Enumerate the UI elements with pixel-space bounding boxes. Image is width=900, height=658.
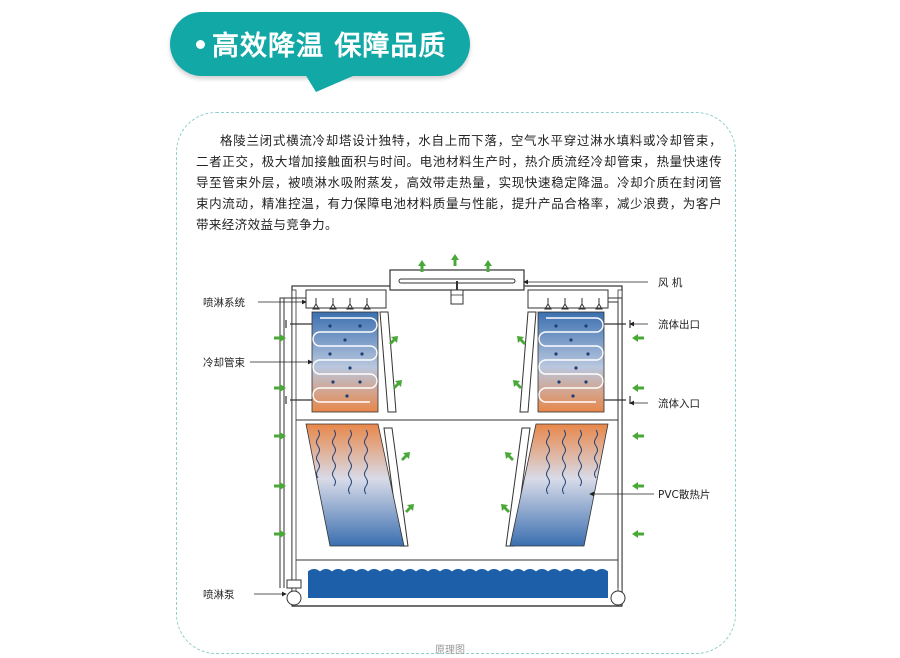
spray-headers <box>305 289 609 310</box>
label-fluid-outlet: 流体出口 <box>658 318 700 331</box>
label-fan: 风 机 <box>658 276 683 289</box>
water-basin <box>292 569 622 607</box>
diagram-caption: 原理图 <box>435 645 465 656</box>
label-fluid-inlet: 流体入口 <box>658 397 700 410</box>
content-card <box>176 112 736 654</box>
description-text: 格陵兰闭式横流冷却塔设计独特，水自上而下落，空气水平穿过淋水填料或冷却管束，二者… <box>196 133 722 232</box>
banner-tail <box>300 66 376 92</box>
spray-pump-piping <box>279 297 626 606</box>
banner-title: 高效降温 保障品质 <box>212 31 447 62</box>
callout-lines <box>250 279 654 597</box>
label-spray-system: 喷淋系统 <box>203 296 245 309</box>
pvc-fill-left <box>305 423 405 547</box>
label-spray-pump: 喷淋泵 <box>203 588 235 601</box>
fluid-pipes <box>285 320 631 404</box>
banner-pill <box>170 12 470 76</box>
fan-housing <box>389 269 525 305</box>
label-cooling-coil: 冷却管束 <box>203 356 245 369</box>
airflow-arrows <box>274 254 644 538</box>
cooling-coil-left <box>311 311 379 413</box>
drift-eliminators <box>379 311 537 547</box>
cooling-coil-right <box>537 311 605 413</box>
bullet-dot-icon <box>196 40 205 49</box>
label-pvc-fill: PVC散热片 <box>658 488 710 501</box>
pvc-fill-right <box>509 423 609 547</box>
diagram-labels: 风 机 喷淋系统 流体出口 冷却管束 流体入口 PVC散热片 喷淋泵 <box>203 276 710 601</box>
